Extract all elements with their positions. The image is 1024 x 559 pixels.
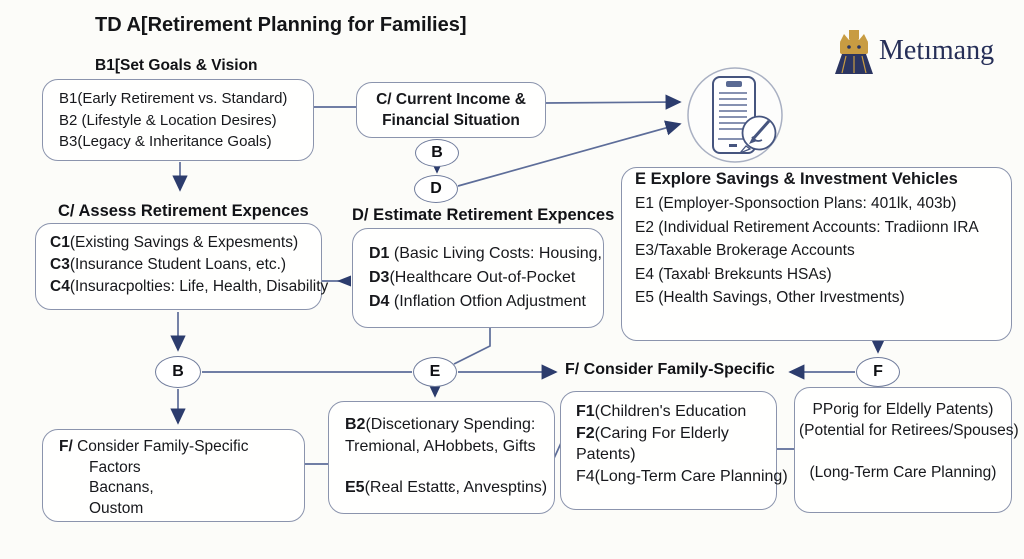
family-factors-box: F/ Consider Family-Specific Factors Bacn… [42, 429, 305, 522]
line-text: (Real Estattɛ, Anvesptins) [364, 479, 548, 496]
explore-line-4: E4 (Taxabŀ Brekɛunts HSAs) [635, 265, 832, 283]
line-prefix: C3 [50, 256, 70, 273]
goals-line-3: B3(Legacy & Inheritance Goals) [59, 131, 313, 153]
assess-line-3: C4(Insuracpolties: Life, Health, Disabil… [50, 276, 328, 298]
line-text: (Insurance Student Loans, etc.) [69, 256, 287, 273]
elderly-line-2: (Potential for Retirees/Spouses) [799, 422, 1019, 439]
explore-line-2: E2 (Individual Retirement Accounts: Trad… [635, 218, 979, 236]
family-line-1: F/ Consider Family-Specific [59, 437, 304, 458]
family-line-4: Oustom [89, 499, 144, 517]
elderly-line-1: PPorig for Eldelly Patents) [812, 401, 994, 418]
assess-line-1: C1(Existing Savings & Expesments) [50, 232, 321, 254]
line-text: (Existing Savings & Expesments) [69, 234, 299, 251]
line-text: (Children's Education [594, 403, 747, 420]
elderly-parents-box: PPorig for Eldelly Patents) (Potential f… [794, 387, 1019, 513]
disc-line-2: Tremional, AHobbets, Gifts [345, 438, 536, 455]
estimate-line-2: D3(Healthcare Out-of-Pocket [369, 266, 603, 290]
line-prefix: F1 [576, 403, 595, 420]
arrowhead-into-assess [337, 275, 351, 287]
node-b-lower: B [155, 356, 201, 388]
explore-line-1: E1 (Employer-Sponsoction Plans: 401lk, 4… [635, 195, 957, 212]
set-goals-box: B1(Early Retirement vs. Standard) B2 (Li… [42, 79, 314, 161]
line-prefix: D4 [369, 293, 390, 310]
disc-line-3: E5(Real Estattɛ, Anvesptins) [345, 477, 554, 499]
arrow-dupper-to-phone [457, 120, 682, 187]
assess-expenses-box: C1(Existing Savings & Expesments) C3(Ins… [35, 223, 328, 310]
heading-estimate-expenses: D/ Estimate Retirement Expences [352, 206, 615, 224]
line-prefix: F2 [576, 424, 595, 442]
current-line-1: C/ Current Income & [376, 91, 526, 108]
line-text: B1(Early Retirement vs. Standard) [59, 90, 288, 107]
node-e-lower: E [413, 357, 457, 387]
line-prefix: C4 [50, 278, 70, 295]
line-text: (Insuracpolties: Life, Health, Disabilit… [69, 278, 329, 295]
phone-signature-icon [687, 67, 783, 163]
family-line-2: Factors [89, 458, 141, 476]
children-line-1: F1(Children's Education [576, 401, 776, 423]
heading-set-goals: B1[Set Goals & Vision [95, 57, 258, 74]
line-text: B2 (Lifestyle & Location Desires) [59, 111, 277, 129]
heading-consider-family: F/ Consider Family-Specific [565, 361, 775, 378]
goals-line-2: B2 (Lifestyle & Location Desires) [59, 110, 313, 132]
children-education-box: F1(Children's Education F2(Caring For El… [560, 391, 788, 510]
line-prefix: C1 [50, 234, 70, 251]
elderly-line-3: (Long-Term Care Planning) [809, 464, 997, 481]
line-text: (Caring For Elderly [594, 424, 729, 442]
line-text: (Healthcare Out-of-Pocket [389, 269, 576, 286]
current-line-2: Financial Situation [382, 112, 520, 129]
arrow-current-to-phone [545, 94, 682, 110]
polyline-estimate-to-e [453, 328, 491, 365]
goals-line-1: B1(Early Retirement vs. Standard) [59, 88, 313, 110]
line-prefix: D3 [369, 269, 390, 286]
estimate-line-3: D4 (Inflation Otfion Adjustment [369, 290, 603, 314]
estimate-line-1: D1 (Basic Living Costs: Housing, [369, 242, 603, 266]
assess-line-2: C3(Insurance Student Loans, etc.) [50, 254, 321, 276]
family-line-3: Bacnans, [89, 479, 154, 496]
estimate-expenses-box: D1 (Basic Living Costs: Housing, D3(Heal… [352, 228, 604, 328]
children-line-2: F2(Caring For Elderly [576, 423, 776, 445]
children-line-3: Patents) [576, 446, 636, 463]
explore-line-5: E5 (Health Savings, Other Irvestments) [635, 289, 905, 306]
line-text: (Discetionary Spending: [365, 416, 536, 433]
explore-line-3: E3/Taxable Brokerage Accounts [635, 242, 855, 259]
line-text: (Inflation Otfion Adjustment [389, 293, 586, 310]
line-prefix: B2 [345, 416, 366, 433]
brand-crown-icon [835, 30, 873, 74]
line-prefix: F/ [59, 438, 73, 455]
node-d-upper: D [414, 175, 458, 203]
line-text: (Basic Living Costs: Housing, [389, 245, 602, 262]
children-line-4: F4(Long-Term Care Planning) [576, 467, 788, 485]
line-text: B3(Legacy & Inheritance Goals) [59, 133, 272, 150]
explore-savings-box: E Explore Savings & Investment Vehicles … [621, 167, 1012, 341]
node-b-upper: B [415, 139, 459, 167]
line-prefix: D1 [369, 245, 390, 262]
disc-line-1: B2(Discetionary Spending: [345, 414, 554, 436]
diagram-title: TD A[Retirement Planning for Families] [95, 14, 467, 36]
node-f-lower: F [856, 357, 900, 387]
heading-assess-expenses: C/ Assess Retirement Expences [58, 202, 309, 220]
current-income-box: C/ Current Income & Financial Situation [356, 82, 546, 138]
brand-logo: Metımang [829, 26, 994, 76]
line-prefix: E5 [345, 479, 365, 496]
line-text: Consider Family-Specific [72, 438, 249, 455]
brand-name: Metımang [879, 35, 995, 66]
discretionary-spending-box: B2(Discetionary Spending: Tremional, AHo… [328, 401, 555, 514]
explore-title: E Explore Savings & Investment Vehicles [635, 170, 958, 188]
